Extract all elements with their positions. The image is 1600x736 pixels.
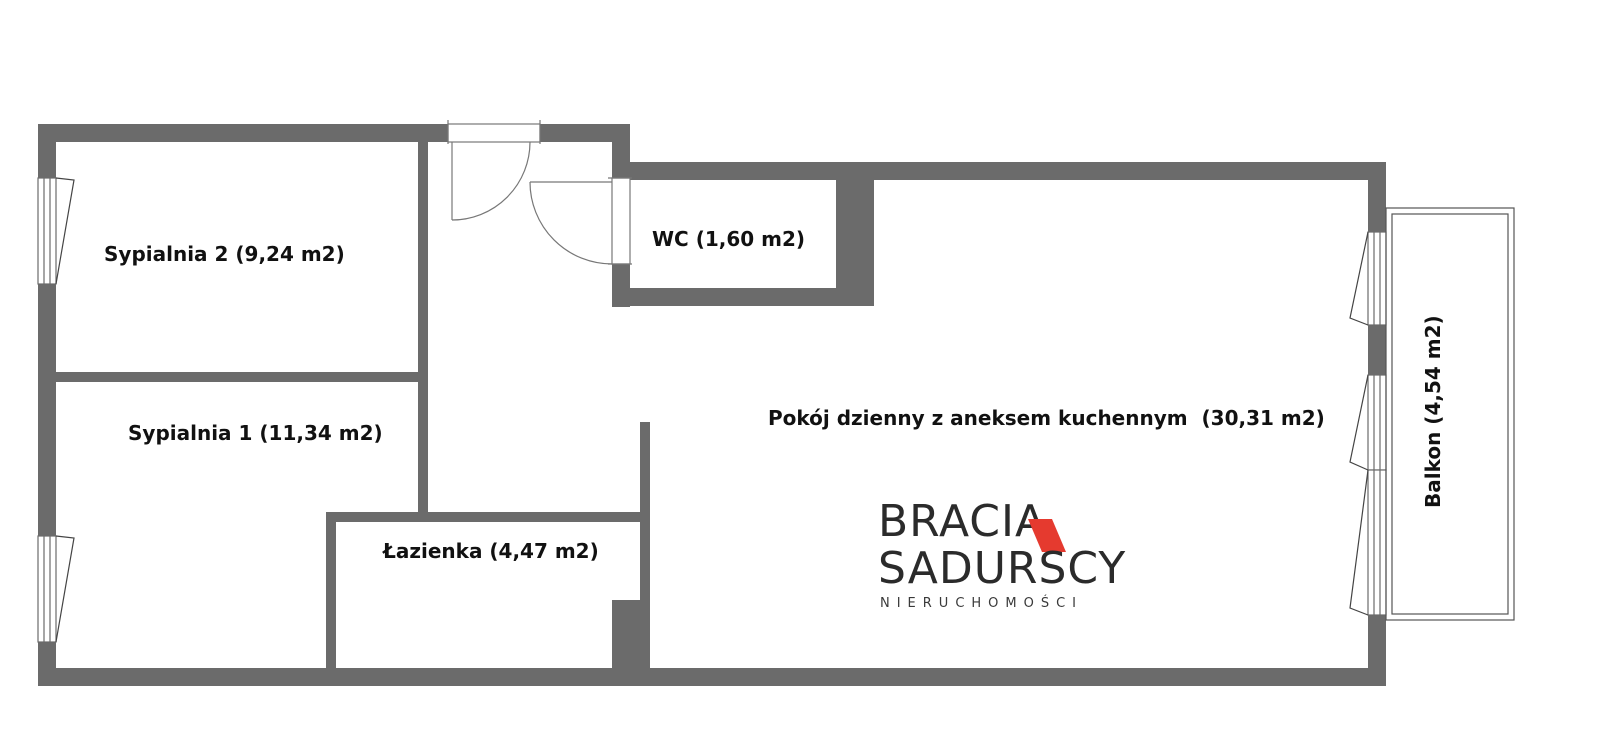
wc-door	[529, 177, 632, 265]
wall-bedroom2-right	[418, 142, 428, 514]
wall-bathroom-notch	[612, 600, 650, 668]
wall-top-right	[612, 162, 1386, 180]
window-swings	[55, 177, 1369, 643]
wall-bedroom1-right	[326, 512, 336, 668]
wall-bathroom-right	[640, 422, 650, 668]
logo-line-bracia: BRACIA	[878, 496, 1046, 547]
wall-wc-bottom	[612, 288, 874, 306]
room-label-lazienka: Łazienka (4,47 m2)	[382, 539, 599, 563]
wall-top-left	[38, 124, 448, 142]
window-bedroom1	[37, 535, 57, 643]
wall-stair-step	[612, 124, 630, 164]
wall-wc-right	[836, 162, 874, 306]
wall-top-middle	[540, 124, 630, 142]
wall-balcony-pillar	[1368, 325, 1386, 375]
window-balcony-door	[1367, 374, 1387, 471]
wall-bathroom-top	[326, 512, 640, 522]
entrance-door	[447, 120, 541, 221]
wall-bedroom-divider	[56, 372, 418, 382]
logo: BRACIA SADURSCY NIERUCHOMOŚCI	[878, 496, 1126, 611]
balcony	[1385, 207, 1515, 621]
room-label-sypialnia-1: Sypialnia 1 (11,34 m2)	[128, 421, 383, 445]
window-balcony-upper	[1367, 231, 1387, 326]
room-label-wc: WC (1,60 m2)	[652, 227, 805, 251]
windows	[37, 177, 1387, 643]
logo-accent-shape	[1028, 519, 1066, 552]
walls	[38, 124, 1386, 686]
wall-bottom	[38, 668, 1386, 686]
window-bedroom2	[37, 177, 57, 285]
room-label-sypialnia-2: Sypialnia 2 (9,24 m2)	[104, 242, 345, 266]
logo-line-nieruchomosci: NIERUCHOMOŚCI	[880, 595, 1083, 611]
logo-line-sadurscy: SADURSCY	[878, 543, 1126, 594]
room-label-balkon: Balkon (4,54 m2)	[1421, 315, 1445, 508]
room-label-pokoj-dzienny: Pokój dzienny z aneksem kuchennym (30,31…	[768, 406, 1325, 430]
window-balcony-lower	[1367, 469, 1387, 616]
